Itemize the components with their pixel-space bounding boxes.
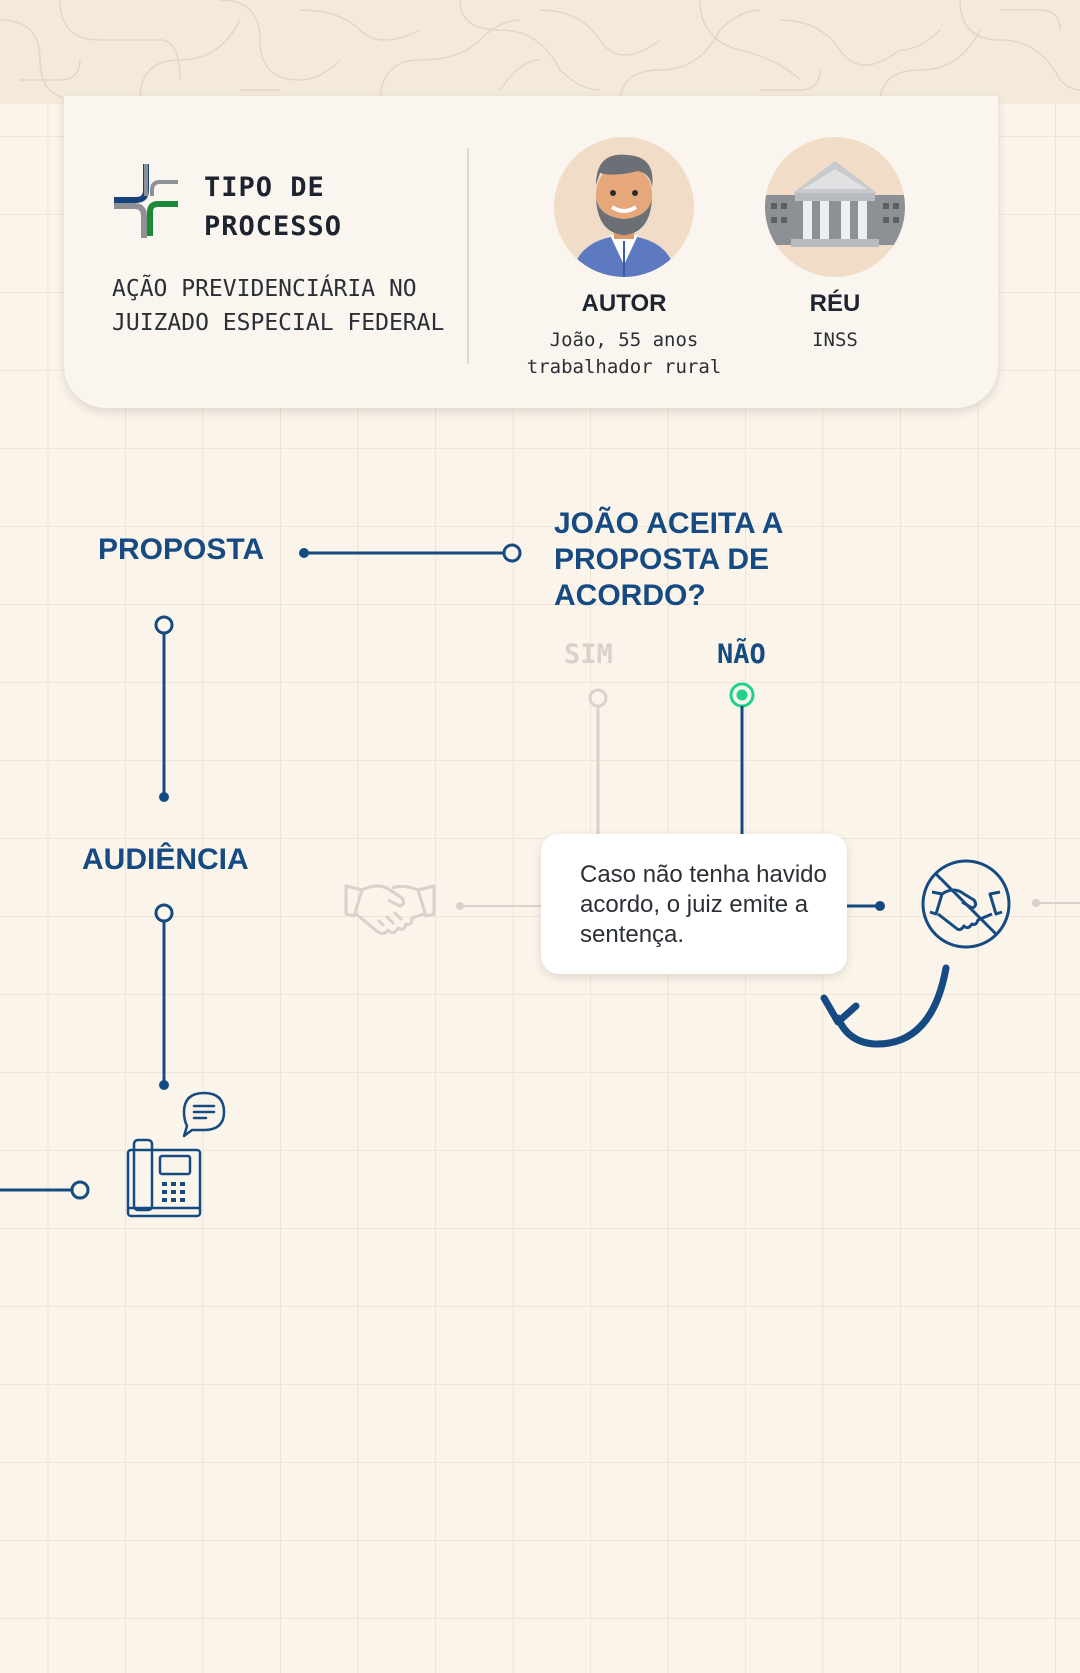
agreement-question: JOÃO ACEITA A PROPOSTA DE ACORDO?: [554, 507, 783, 612]
option-yes[interactable]: SIM: [564, 639, 613, 670]
option-no[interactable]: NÃO: [717, 639, 766, 670]
card-divider: [467, 148, 469, 364]
courthouse-icon: [765, 161, 905, 247]
author-label: AUTOR: [581, 290, 667, 317]
author-avatar: [554, 137, 694, 277]
top-banner: [0, 0, 1080, 104]
author-detail: trabalhador rural: [526, 356, 722, 378]
proposal-label: PROPOSTA: [98, 533, 265, 566]
defendant-name: INSS: [812, 329, 858, 351]
handshake-icon: [344, 884, 436, 936]
process-type-title: TIPO DE PROCESSO: [204, 172, 343, 242]
no-handshake-icon: [921, 859, 1011, 949]
jf-logo-icon: [114, 164, 178, 238]
sentence-tooltip: Caso não tenha havido acordo, o juiz emi…: [541, 834, 847, 974]
banner-pattern: [0, 0, 1080, 104]
curved-arrow-icon: [820, 964, 950, 1048]
hearing-label: AUDIÊNCIA: [82, 843, 249, 876]
man-avatar-icon: [572, 154, 676, 277]
defendant-avatar: [765, 137, 905, 277]
chat-bubble-icon: [182, 1091, 226, 1138]
author-name: João, 55 anos: [549, 329, 699, 351]
desk-phone-icon: [126, 1138, 202, 1218]
defendant-label: RÉU: [809, 290, 861, 317]
process-type-description: AÇÃO PREVIDENCIÁRIA NO JUIZADO ESPECIAL …: [112, 276, 445, 336]
